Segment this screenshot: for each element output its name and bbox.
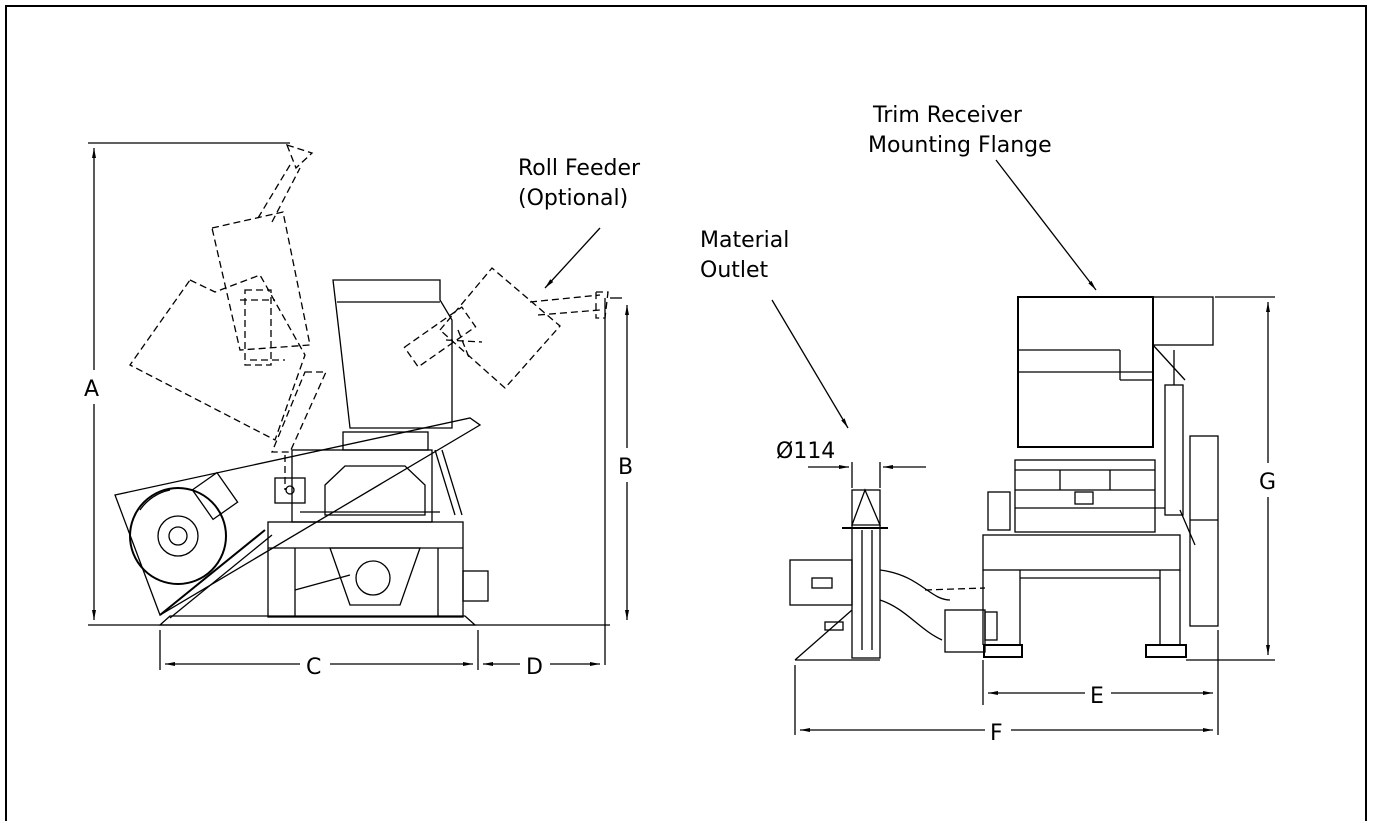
roll-feeder-label: Roll Feeder [518, 156, 641, 181]
dimension-e: E [1090, 684, 1104, 709]
trim-receiver-label: Trim Receiver [872, 103, 1023, 128]
front-view [789, 296, 1275, 735]
outlet-diameter-label: Ø114 [776, 439, 835, 464]
dimension-f: F [990, 721, 1003, 746]
drawing-border [5, 5, 1367, 821]
trim-receiver-leader [995, 159, 1097, 291]
roll-feeder-optional-label: (Optional) [518, 186, 628, 211]
dimension-a: A [84, 377, 99, 402]
material-outlet-label-line2: Outlet [700, 258, 769, 283]
material-outlet-label: Material [700, 228, 789, 253]
dimension-c: C [306, 655, 321, 680]
dimension-g: G [1259, 470, 1276, 495]
dimension-d: D [526, 655, 543, 680]
material-outlet-leader [771, 299, 849, 429]
roll-feeder-leader [544, 227, 601, 289]
trim-receiver-flange-label: Mounting Flange [868, 133, 1052, 158]
side-view [88, 142, 629, 670]
dimension-b: B [618, 455, 633, 480]
